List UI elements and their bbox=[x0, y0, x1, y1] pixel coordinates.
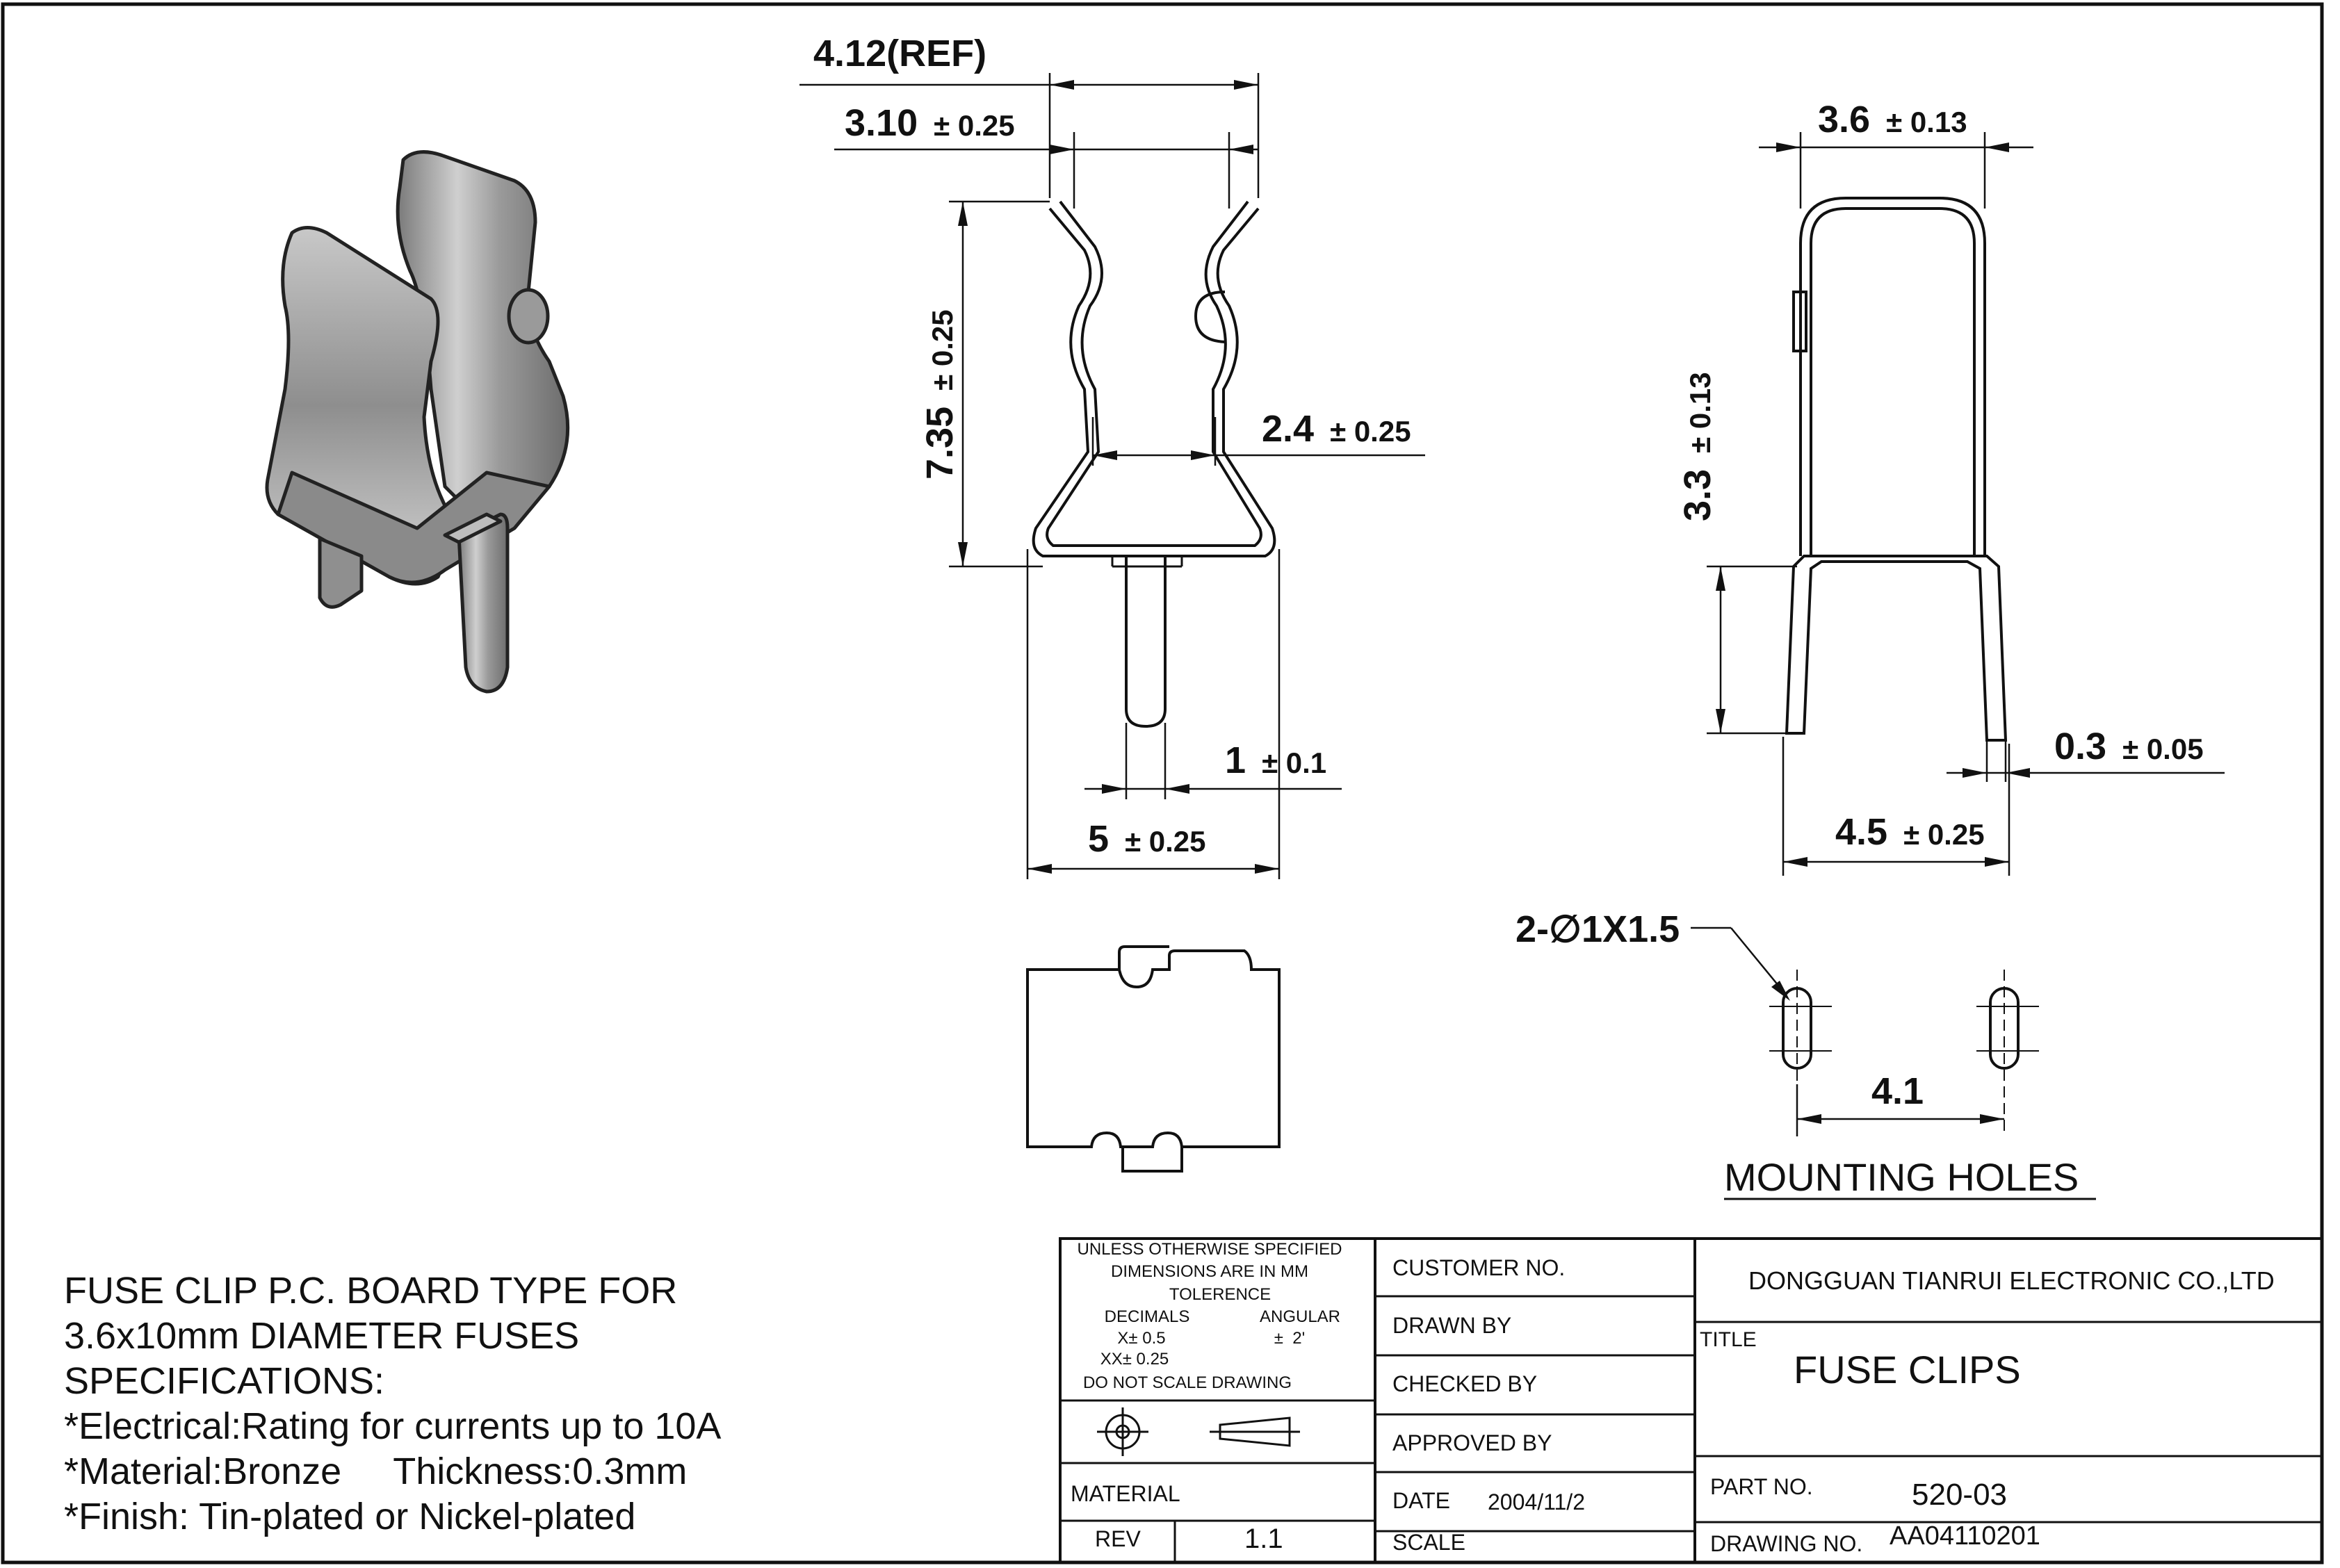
projection-symbol-icon bbox=[1097, 1407, 1300, 1456]
svg-text:2.4 ± 0.25: 2.4 ± 0.25 bbox=[1262, 408, 1411, 450]
side-view-outline bbox=[1799, 197, 1986, 556]
title-label: TITLE bbox=[1700, 1328, 1757, 1351]
svg-text:1 ± 0.1: 1 ± 0.1 bbox=[1225, 740, 1326, 781]
clip-pin-left bbox=[318, 537, 364, 609]
front-clip-inner bbox=[1046, 200, 1262, 547]
hole-callout: 2-∅1X1.5 bbox=[1516, 908, 1680, 950]
date-label: DATE bbox=[1392, 1488, 1450, 1513]
dim-side-top-width-value: 3.6 bbox=[1818, 99, 1870, 140]
clip-base bbox=[276, 471, 551, 585]
svg-text:5 ± 0.25: 5 ± 0.25 bbox=[1088, 818, 1206, 860]
description-line: FUSE CLIP P.C. BOARD TYPE FOR bbox=[64, 1270, 677, 1312]
description-block: FUSE CLIP P.C. BOARD TYPE FOR 3.6x10mm D… bbox=[64, 1270, 721, 1537]
decimals-label: DECIMALS bbox=[1105, 1307, 1190, 1326]
checked-by-label: CHECKED BY bbox=[1392, 1371, 1537, 1396]
dim-side-top-width: 3.6 ± 0.13 bbox=[1759, 99, 2033, 209]
dim-waist-width-value: 2.4 bbox=[1262, 408, 1314, 450]
bottom-view bbox=[1026, 945, 1281, 1173]
svg-text:3.3 ± 0.13: 3.3 ± 0.13 bbox=[1677, 372, 1719, 521]
clip-tab bbox=[443, 512, 503, 544]
title-block: UNLESS OTHERWISE SPECIFIED DIMENSIONS AR… bbox=[1059, 1237, 2323, 1564]
angular-tolerance: ± 2' bbox=[1274, 1329, 1305, 1348]
xx-tolerance: XX± 0.25 bbox=[1100, 1350, 1169, 1369]
dim-inner-width: 3.10 ± 0.25 bbox=[834, 102, 1258, 209]
company-name: DONGGUAN TIANRUI ELECTRONIC CO.,LTD bbox=[1748, 1266, 2275, 1295]
dim-base-width: 5 ± 0.25 bbox=[1026, 549, 1281, 879]
svg-text:3.6 ± 0.13: 3.6 ± 0.13 bbox=[1818, 99, 1967, 140]
description-line: *Electrical:Rating for currents up to 10… bbox=[64, 1405, 721, 1447]
description-line: *Material:Bronze Thickness:0.3mm bbox=[64, 1451, 687, 1492]
front-view: 4.12(REF) 3.10 ± 0.25 7.35 ± 0.25 bbox=[799, 33, 1425, 879]
dim-side-top-width-tol: ± 0.13 bbox=[1886, 106, 1967, 138]
dim-height-value: 7.35 bbox=[919, 407, 961, 480]
front-pin bbox=[1125, 556, 1167, 728]
front-clip-outline bbox=[1032, 207, 1276, 557]
approved-by-label: APPROVED BY bbox=[1392, 1430, 1552, 1455]
mounting-holes: 2-∅1X1.5 4.1 MOUNTING HOLES bbox=[1516, 908, 2096, 1200]
clip-back-jaw bbox=[396, 150, 570, 530]
dim-pin-width-value: 1 bbox=[1225, 740, 1246, 781]
dim-thickness-value: 0.3 bbox=[2054, 726, 2106, 767]
dim-ref-width: 4.12(REF) bbox=[799, 33, 1260, 198]
rev-label: REV bbox=[1095, 1526, 1141, 1551]
hole-spacing: 4.1 bbox=[1871, 1070, 1924, 1112]
dim-base-width-value: 5 bbox=[1088, 818, 1109, 860]
part-no-value: 520-03 bbox=[1912, 1478, 2007, 1512]
tolerance-note: TOLERENCE bbox=[1169, 1285, 1271, 1304]
svg-text:7.35 ± 0.25: 7.35 ± 0.25 bbox=[919, 309, 961, 480]
dim-waist-width-tol: ± 0.25 bbox=[1330, 415, 1411, 448]
dim-pin-width-tol: ± 0.1 bbox=[1262, 746, 1326, 779]
part-no-label: PART NO. bbox=[1710, 1474, 1813, 1499]
rev-value: 1.1 bbox=[1244, 1524, 1283, 1554]
dim-side-height-value: 3.3 bbox=[1677, 469, 1719, 521]
customer-no-label: CUSTOMER NO. bbox=[1392, 1255, 1565, 1280]
mounting-holes-label: MOUNTING HOLES bbox=[1724, 1155, 2079, 1199]
dim-side-base-width: 4.5 ± 0.25 bbox=[1782, 737, 2010, 876]
dim-base-width-tol: ± 0.25 bbox=[1125, 825, 1205, 858]
side-view: 3.6 ± 0.13 3.3 ± 0.13 0.3 ± 0. bbox=[1677, 99, 2225, 876]
dim-waist-width: 2.4 ± 0.25 bbox=[1091, 408, 1425, 466]
dim-thickness-tol: ± 0.05 bbox=[2122, 733, 2203, 765]
svg-text:4.5 ± 0.25: 4.5 ± 0.25 bbox=[1835, 811, 1985, 853]
description-line: 3.6x10mm DIAMETER FUSES bbox=[64, 1315, 579, 1357]
dim-side-base-width-tol: ± 0.25 bbox=[1903, 818, 1984, 851]
no-scale-note: DO NOT SCALE DRAWING bbox=[1083, 1373, 1292, 1392]
dim-side-height: 3.3 ± 0.13 bbox=[1677, 372, 1797, 735]
dim-inner-width-value: 3.10 bbox=[845, 102, 918, 144]
mounting-hole-left bbox=[1769, 970, 1832, 1084]
dim-inner-width-tol: ± 0.25 bbox=[934, 109, 1014, 142]
drawn-by-label: DRAWN BY bbox=[1392, 1313, 1511, 1338]
clip-pin-right bbox=[457, 512, 510, 694]
svg-text:0.3 ± 0.05: 0.3 ± 0.05 bbox=[2054, 726, 2204, 767]
scale-label: SCALE bbox=[1392, 1530, 1465, 1555]
dim-thickness: 0.3 ± 0.05 bbox=[1947, 726, 2225, 782]
tolerance-note: DIMENSIONS ARE IN MM bbox=[1111, 1262, 1308, 1281]
dim-ref-width-label: 4.12(REF) bbox=[813, 33, 986, 74]
description-line: SPECIFICATIONS: bbox=[64, 1360, 384, 1402]
dim-pin-width: 1 ± 0.1 bbox=[1084, 723, 1342, 799]
dim-side-base-width-value: 4.5 bbox=[1835, 811, 1887, 853]
isometric-view bbox=[265, 150, 570, 694]
dim-height: 7.35 ± 0.25 bbox=[919, 200, 1050, 568]
clip-roll-bump bbox=[507, 288, 550, 345]
title-value: FUSE CLIPS bbox=[1794, 1348, 2021, 1391]
dim-side-height-tol: ± 0.13 bbox=[1684, 372, 1716, 452]
tolerance-note: UNLESS OTHERWISE SPECIFIED bbox=[1078, 1240, 1342, 1259]
drawing-no-label: DRAWING NO. bbox=[1710, 1531, 1862, 1556]
mounting-hole-right bbox=[1976, 970, 2039, 1136]
side-view-legs bbox=[1785, 555, 2008, 742]
description-line: *Finish: Tin-plated or Nickel-plated bbox=[64, 1496, 635, 1537]
drawing-no-value: AA04110201 bbox=[1890, 1521, 2040, 1551]
x-tolerance: X± 0.5 bbox=[1117, 1329, 1165, 1348]
dim-height-tol: ± 0.25 bbox=[926, 309, 959, 390]
date-value: 2004/11/2 bbox=[1488, 1489, 1585, 1514]
front-roll-bump bbox=[1194, 291, 1226, 343]
material-label: MATERIAL bbox=[1071, 1481, 1180, 1506]
svg-text:3.10 ± 0.25: 3.10 ± 0.25 bbox=[845, 102, 1015, 144]
angular-label: ANGULAR bbox=[1260, 1307, 1340, 1326]
bottom-view-outline bbox=[1026, 949, 1281, 1148]
